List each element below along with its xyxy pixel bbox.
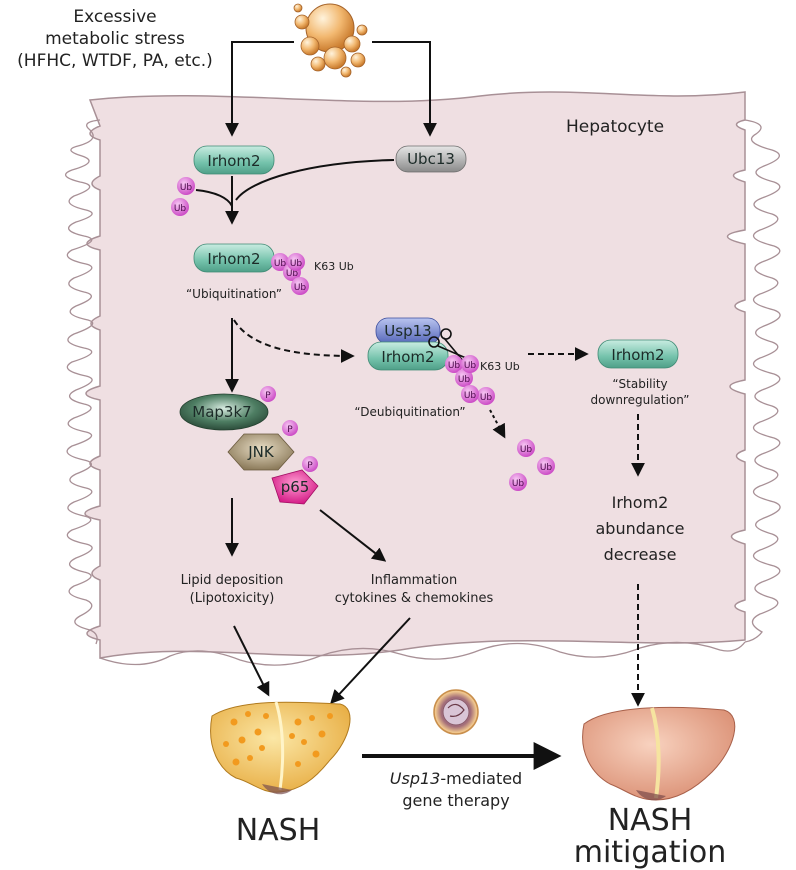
svg-text:Ub: Ub: [464, 391, 477, 401]
svg-text:Ub: Ub: [294, 283, 307, 293]
svg-text:P: P: [265, 391, 271, 401]
deubiquitination-label: “Deubiquitination”: [354, 405, 465, 419]
irhom2-deub-pill: Irhom2: [367, 341, 449, 371]
p65-pentagon: p65: [271, 469, 319, 505]
lipid-label-line2: (Lipotoxicity): [190, 591, 275, 606]
ub-free-1: Ub: [177, 177, 195, 195]
svg-text:Ub: Ub: [274, 259, 287, 269]
mitigation-label-line1: NASH: [608, 803, 693, 838]
ub-free-2: Ub: [171, 198, 189, 216]
nash-liver-icon: [210, 701, 351, 795]
svg-text:p65: p65: [281, 478, 310, 496]
svg-text:Ubc13: Ubc13: [407, 150, 455, 168]
svg-text:Ub: Ub: [448, 361, 461, 371]
stability-label-line1: “Stability: [612, 377, 667, 391]
svg-text:Ub: Ub: [512, 479, 525, 489]
therapy-label-line1: Usp13-mediated: [390, 769, 522, 788]
stress-label-line2: metabolic stress: [45, 29, 185, 49]
irhom2-top-pill: Irhom2: [193, 145, 275, 175]
mitigation-label-line2: mitigation: [574, 835, 727, 870]
svg-text:Ub: Ub: [290, 259, 303, 269]
nash-label: NASH: [236, 813, 321, 848]
abundance-label-line3: decrease: [604, 545, 677, 564]
svg-text:Irhom2: Irhom2: [381, 348, 434, 366]
usp13-pill: Usp13: [375, 317, 441, 345]
therapy-vesicle-icon: [433, 689, 479, 735]
svg-text:Ub: Ub: [540, 463, 553, 473]
k63-ub-label-1: K63 Ub: [314, 260, 354, 273]
k63-ub-label-2: K63 Ub: [480, 360, 520, 373]
stability-label-line2: downregulation”: [591, 393, 690, 407]
nash-arrows: [233, 617, 411, 705]
hepatocyte-label: Hepatocyte: [566, 117, 664, 137]
map3k7-ellipse: Map3k7: [179, 393, 269, 431]
stress-label-line1: Excessive: [73, 7, 156, 27]
p-badge-3: P: [302, 456, 318, 472]
svg-text:Usp13: Usp13: [384, 322, 431, 340]
abundance-label-line2: abundance: [596, 519, 685, 538]
svg-text:Ub: Ub: [180, 183, 193, 193]
svg-text:Irhom2: Irhom2: [611, 346, 664, 364]
ubiquitination-label: “Ubiquitination”: [186, 287, 282, 301]
jnk-hexagon: JNK: [227, 433, 295, 471]
downstream-arrows: [225, 318, 355, 393]
svg-text:Ub: Ub: [480, 393, 493, 403]
p-badge-1: P: [260, 386, 276, 402]
ubiquitination-arrows: [195, 159, 395, 225]
hepatocyte-cell: [64, 91, 781, 666]
svg-text:P: P: [287, 425, 293, 435]
svg-text:Ub: Ub: [458, 375, 471, 385]
abundance-label-line1: Irhom2: [612, 493, 669, 512]
irhom2-stability-pill: Irhom2: [597, 339, 679, 369]
inflammation-label-line1: Inflammation: [371, 573, 457, 588]
svg-text:Irhom2: Irhom2: [207, 152, 260, 170]
lipid-droplets-icon: [293, 3, 368, 78]
therapy-label-line2: gene therapy: [402, 791, 509, 810]
svg-text:Ub: Ub: [464, 361, 477, 371]
stress-label-line3: (HFHC, WTDF, PA, etc.): [17, 51, 213, 71]
stress-arrows: [225, 41, 437, 137]
svg-text:Irhom2: Irhom2: [207, 250, 260, 268]
healthy-liver-icon: [582, 706, 736, 801]
inflammation-label-line2: cytokines & chemokines: [335, 591, 494, 606]
ubc13-pill: Ubc13: [395, 145, 467, 173]
svg-text:JNK: JNK: [247, 443, 275, 461]
svg-text:Map3k7: Map3k7: [192, 403, 251, 421]
ub-release-arrow: [489, 409, 506, 439]
svg-text:Ub: Ub: [174, 204, 187, 214]
p-badge-2: P: [282, 420, 298, 436]
svg-text:P: P: [307, 461, 313, 471]
ub-released: Ub Ub Ub: [509, 439, 555, 491]
ub-chain-1: Ub Ub Ub Ub: [271, 253, 309, 295]
outcome-arrows: [225, 498, 387, 562]
svg-text:Ub: Ub: [286, 269, 299, 279]
svg-text:Ub: Ub: [520, 445, 533, 455]
ub-chain-2: Ub Ub Ub Ub Ub: [445, 355, 495, 405]
lipid-label-line1: Lipid deposition: [181, 573, 284, 588]
irhom2-ubiquitinated-pill: Irhom2: [193, 243, 275, 273]
